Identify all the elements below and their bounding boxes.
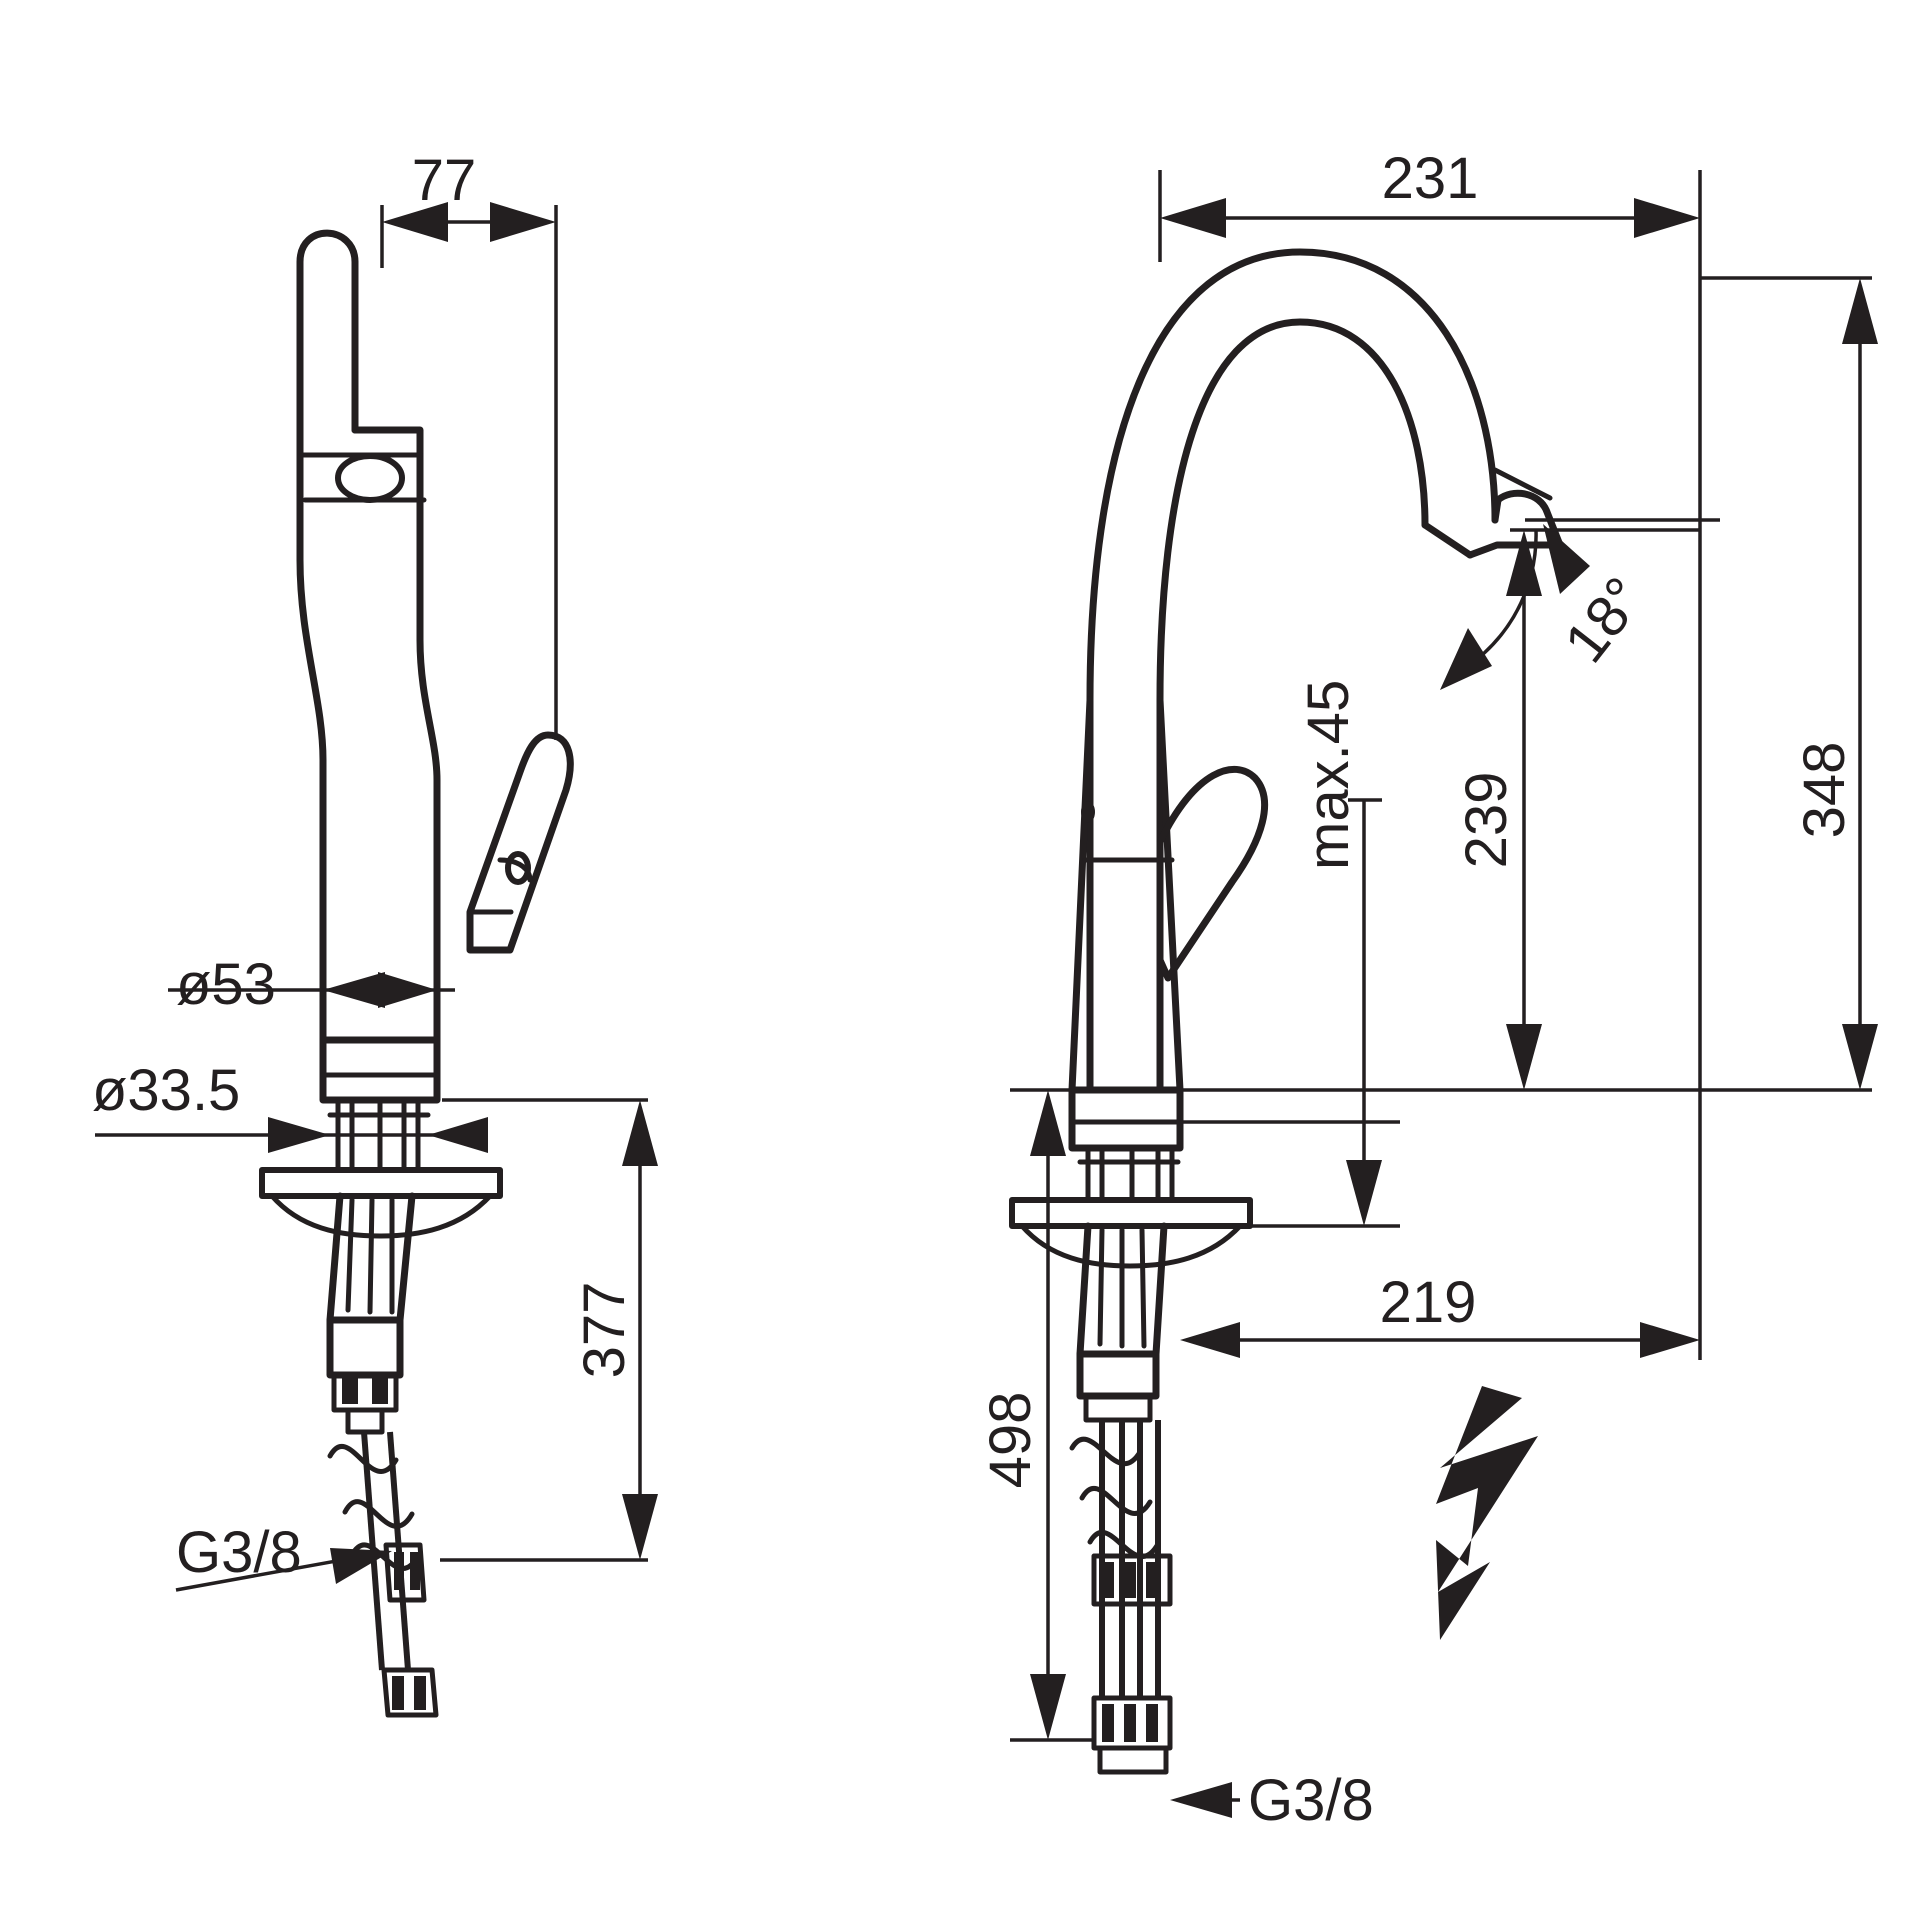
dimension-377-label: 377 bbox=[572, 1282, 637, 1379]
dimension-18deg: 18° bbox=[1440, 518, 1720, 690]
dimension-max45: max.45 bbox=[1180, 680, 1400, 1228]
dimension-g38-right-label: G3/8 bbox=[1248, 1768, 1374, 1833]
side-view-cone-adapter bbox=[326, 1192, 416, 1435]
dimension-g38-right: G3/8 bbox=[1170, 1768, 1374, 1833]
dimension-348-label: 348 bbox=[1792, 742, 1857, 839]
dimension-max45-label: max.45 bbox=[1296, 680, 1361, 870]
dimension-d335: ø33.5 bbox=[92, 1058, 488, 1153]
front-view-lever-handle bbox=[1156, 765, 1269, 982]
front-view-cone-adapter bbox=[1076, 1222, 1168, 1423]
side-view-group bbox=[259, 229, 574, 1718]
side-view-base-cylinder bbox=[319, 1036, 441, 1104]
dimension-77-label: 77 bbox=[412, 148, 477, 213]
dimension-219: 219 bbox=[1180, 1100, 1702, 1360]
dimension-219-label: 219 bbox=[1380, 1270, 1477, 1335]
front-view-flex-hoses bbox=[1069, 1420, 1173, 1775]
dimension-239-label: 239 bbox=[1454, 772, 1519, 869]
dimension-d53: ø53 bbox=[168, 952, 455, 1017]
dimension-g38-left: G3/8 bbox=[175, 1520, 392, 1592]
dimension-377: 377 bbox=[440, 1098, 658, 1562]
lightning-bolt-icon bbox=[1436, 1386, 1538, 1640]
dimension-348: 348 bbox=[1700, 276, 1878, 1092]
dimension-g38-left-label: G3/8 bbox=[176, 1520, 302, 1585]
side-view-flex-hose bbox=[327, 1431, 439, 1718]
dimension-231-label: 231 bbox=[1382, 146, 1479, 211]
front-view-group bbox=[1009, 248, 1564, 1775]
front-view-shank bbox=[1077, 1145, 1181, 1203]
side-view-deck-plate bbox=[259, 1167, 503, 1239]
dimension-d335-label: ø33.5 bbox=[92, 1058, 240, 1123]
dimension-239: 239 bbox=[1180, 528, 1700, 1092]
dimension-498: 498 bbox=[978, 1088, 1094, 1742]
side-view-lever-handle bbox=[466, 731, 574, 954]
dimension-d53-label: ø53 bbox=[176, 952, 276, 1017]
front-view-base-cylinder bbox=[1068, 1086, 1184, 1152]
dimension-498-label: 498 bbox=[978, 1392, 1043, 1489]
front-view-gooseneck bbox=[1086, 248, 1564, 1094]
side-view-body-outline bbox=[296, 229, 441, 1044]
dimension-231: 231 bbox=[1158, 146, 1702, 1100]
dimension-77: 77 bbox=[380, 148, 558, 740]
